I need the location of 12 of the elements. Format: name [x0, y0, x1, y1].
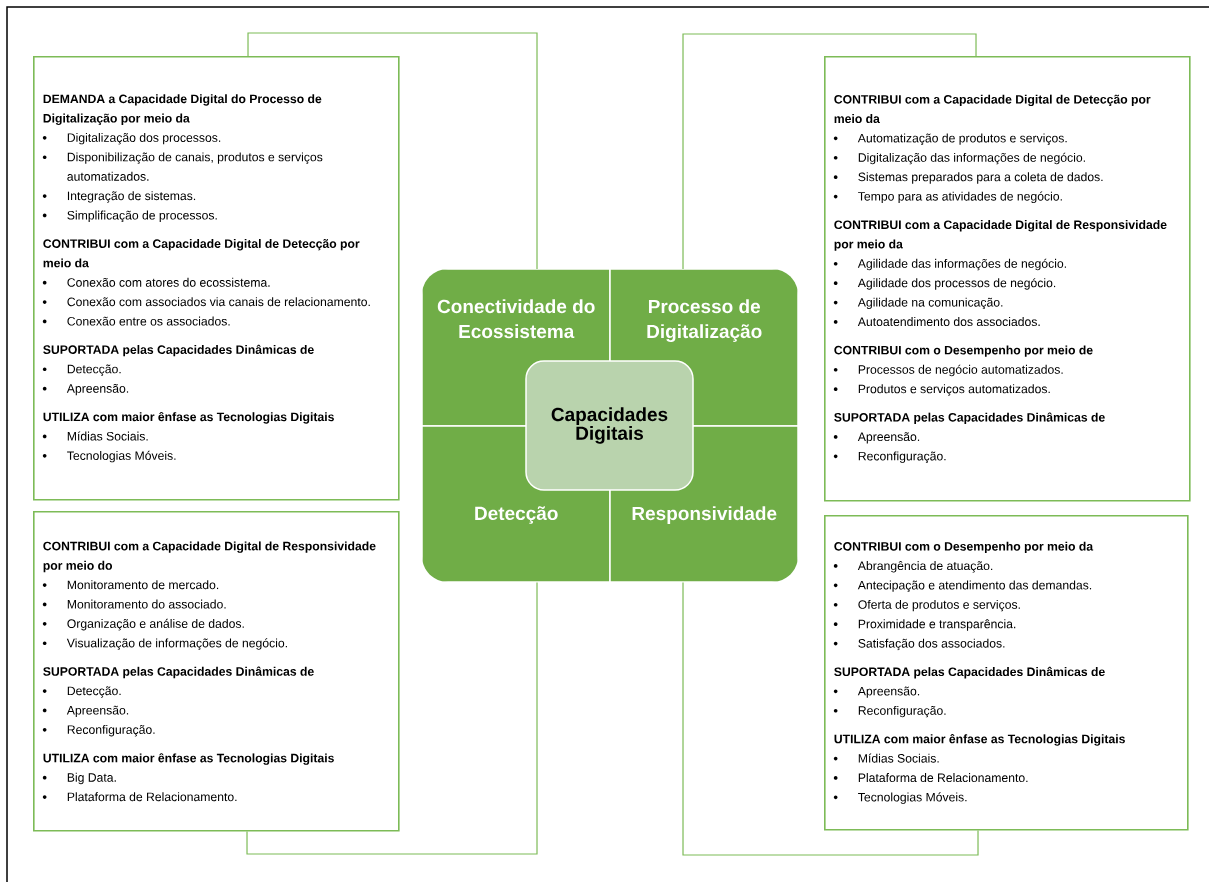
node-label: Processo de Digitalização	[647, 299, 762, 342]
node-label: Detecção	[475, 506, 558, 524]
connector-line	[247, 32, 538, 270]
node-label: Conectividade do Ecossistema	[437, 299, 595, 339]
text-box: DEMANDA a Capacidade Digital do Processo de Digitalização por meio da Digitalização dos processos. Disponibilização de canais, produtos e serviços automatizados. Integração de sistemas. Simplificação de processos. CONTRIBUI com a Capacidade Digital de Detecção por meio da Conexão com atores do ecossistema. Conexão com associados via canais de relacionamento. Conexão entre os associados. SUPORTADA pelas Capacidades Dinâmicas de Detecção. Apreensão. UTILIZA com maior ênfase as Tecnologias Digitais Mídias Sociais. Tecnologias Móveis.	[33, 56, 400, 501]
center-box: Capacidades Digitais	[525, 360, 694, 491]
connector-line	[682, 581, 979, 856]
text-box: CONTRIBUI com a Capacidade Digital de Detecção por meio da Automatização de produtos e serviços. Digitalização das informações de negócio. Sistemas preparados para a coleta de dados. Tempo para as atividades de negócio. CONTRIBUI com a Capacidade Digital de Responsividade por meio da Agilidade das informações de negócio. Agilidade dos processos de negócio. Agilidade na comunicação. Autoatendimento dos associados. CONTRIBUI com o Desempenho por meio de Processos de negócio automatizados. Produtos e serviços automatizados. SUPORTADA pelas Capacidades Dinâmicas de Apreensão. Reconfiguração.	[824, 56, 1191, 502]
connector-line	[682, 33, 977, 270]
text-box: CONTRIBUI com o Desempenho por meio da Abrangência de atuação. Antecipação e atendimento das demandas. Oferta de produtos e serviços. Proximidade e transparência. Satisfação dos associados. SUPORTADA pelas Capacidades Dinâmicas de Apreensão. Reconfiguração. UTILIZA com maior ênfase as Tecnologias Digitais Mídias Sociais. Plataforma de Relacionamento. Tecnologias Móveis.	[824, 515, 1189, 831]
connector-line	[246, 581, 538, 855]
text-box: CONTRIBUI com a Capacidade Digital de Responsividade por meio do Monitoramento de mercado. Monitoramento do associado. Organização e análise de dados. Visualização de informações de negócio. SUPORTADA pelas Capacidades Dinâmicas de Detecção. Apreensão. Reconfiguração. UTILIZA com maior ênfase as Tecnologias Digitais Big Data. Plataforma de Relacionamento.	[33, 511, 400, 832]
